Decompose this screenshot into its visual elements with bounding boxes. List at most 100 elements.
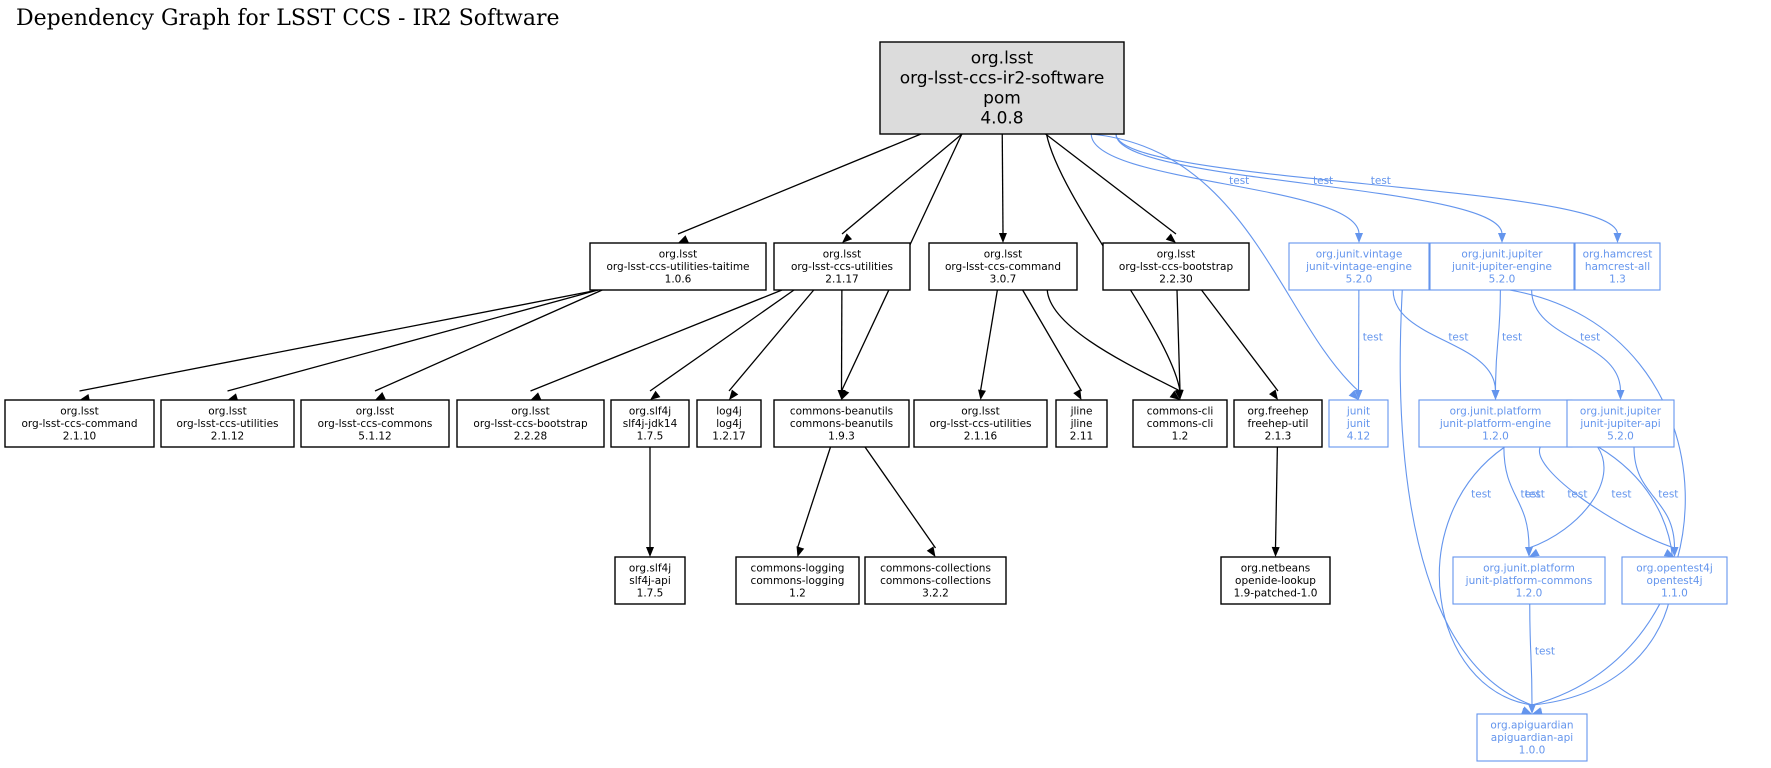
edge-line (530, 289, 783, 392)
edge-slf4jjdk14-to-slf4japi (646, 447, 654, 557)
edge-arrowhead (1175, 389, 1184, 400)
node-label-line: slf4j-api (629, 575, 671, 587)
graph-title: Dependency Graph for LSST CCS - IR2 Soft… (16, 6, 560, 31)
node-label-line: org-lsst-ccs-command (945, 261, 1061, 273)
edge-arrowhead (1269, 389, 1278, 400)
node-label-line: commons-logging (751, 563, 845, 575)
edge-arrowhead (796, 546, 805, 557)
node-label-line: commons-collections (880, 563, 991, 575)
node-label-line: org-lsst-ccs-utilities (929, 418, 1031, 430)
node-label-line: 1.9-patched-1.0 (1234, 588, 1318, 600)
node-label-line: 5.1.12 (358, 431, 391, 443)
node-label-line: org.lsst (1157, 249, 1196, 261)
node-label-line: 2.2.28 (514, 431, 547, 443)
edge-line (677, 133, 922, 235)
edge-arrowhead (1529, 548, 1540, 557)
node-label-line: org.lsst (971, 49, 1034, 69)
node-label-line: 5.2.0 (1346, 274, 1373, 286)
edge-bootstrap2230-to-commonscli (1175, 289, 1184, 400)
node-label-line: jline (1070, 406, 1093, 418)
edge-label: test (1520, 489, 1540, 501)
edge-arrowhead (926, 546, 936, 557)
node-box (864, 556, 1007, 605)
node-label-line: org.hamcrest (1583, 249, 1653, 261)
node-label-line: org.lsst (984, 249, 1023, 261)
edge-utilities2117-to-log4j (728, 289, 815, 400)
node-label-line: org.freehep (1247, 406, 1308, 418)
node-box (879, 41, 1125, 135)
node-label-line: commons-collections (880, 575, 991, 587)
node-box (1566, 399, 1675, 448)
edge-arrowhead (1271, 546, 1280, 557)
edge-root-to-jupiterengine: test (1115, 133, 1506, 243)
node-box (1132, 399, 1228, 448)
edge-arrowhead (1169, 390, 1180, 400)
node-label-line: org.lsst (659, 249, 698, 261)
node-label-line: junit-vintage-engine (1305, 261, 1412, 273)
node-label-line: pom (983, 89, 1021, 109)
node-label-line: junit-jupiter-api (1579, 418, 1660, 430)
node-label-line: 1.1.0 (1661, 588, 1688, 600)
edge-line (1176, 289, 1181, 392)
edge-arrowhead (842, 233, 853, 243)
node-label-line: org.lsst (511, 406, 550, 418)
edge-arrowhead (650, 390, 661, 400)
edge-line (1091, 133, 1359, 392)
edge-label: test (1580, 332, 1600, 344)
edge-arrowhead (227, 393, 239, 401)
node-label-line: org-lsst-ccs-command (22, 418, 138, 430)
node-label-line: 1.2.0 (1482, 431, 1509, 443)
edge-arrowhead (530, 392, 542, 400)
node-label-line: log4j (716, 418, 742, 430)
edge-label: test (1371, 175, 1391, 187)
node-label-line: org.lsst (208, 406, 247, 418)
node-label-line: 1.2.0 (1516, 588, 1543, 600)
node-label-line: junit-platform-engine (1439, 418, 1551, 430)
edge-line (1528, 446, 1605, 549)
edge-line (728, 289, 815, 392)
node-label-line: org.junit.platform (1450, 406, 1542, 418)
edge-platformcommons-to-apiguardian: test (1528, 603, 1555, 714)
nodes-layer: org.lsstorg-lsst-ccs-ir2-softwarepom4.0.… (4, 41, 1728, 762)
edge-arrowhead (1663, 548, 1675, 557)
node-label-line: junit (1346, 418, 1370, 430)
node-label-line: 4.12 (1347, 431, 1370, 443)
node-label-line: junit (1346, 406, 1370, 418)
edge-vintage-to-apiguardian: test (1399, 289, 1533, 714)
node-label-line: 1.2.17 (712, 431, 745, 443)
node-label-line: 3.0.7 (990, 274, 1017, 286)
node-collections: commons-collectionscommons-collections3.… (864, 556, 1007, 605)
node-label-line: org-lsst-ccs-utilities (176, 418, 278, 430)
edge-arrowhead (1528, 704, 1536, 714)
edge-jupiterapi-to-opentest4j: test (1633, 446, 1679, 557)
edge-line (1115, 133, 1503, 235)
node-box (614, 556, 686, 605)
node-jupiterengine: org.junit.jupiterjunit-jupiter-engine5.2… (1429, 242, 1575, 291)
edge-beanutils-to-collections (864, 446, 937, 557)
edge-label: test (1525, 489, 1545, 501)
edge-line (864, 446, 937, 549)
node-label-line: org-lsst-ccs-utilities-taitime (606, 261, 749, 273)
node-label-line: freehep-util (1248, 418, 1309, 430)
node-label-line: org.lsst (961, 406, 1000, 418)
node-label-line: jline (1070, 418, 1093, 430)
node-label-line: 3.2.2 (922, 588, 949, 600)
node-label-line: 1.7.5 (637, 431, 664, 443)
node-label-line: org.junit.vintage (1316, 249, 1403, 261)
edge-arrowhead (837, 389, 846, 400)
node-box (735, 556, 860, 605)
edge-jupiterapi-to-platformcommons: test (1528, 446, 1605, 557)
